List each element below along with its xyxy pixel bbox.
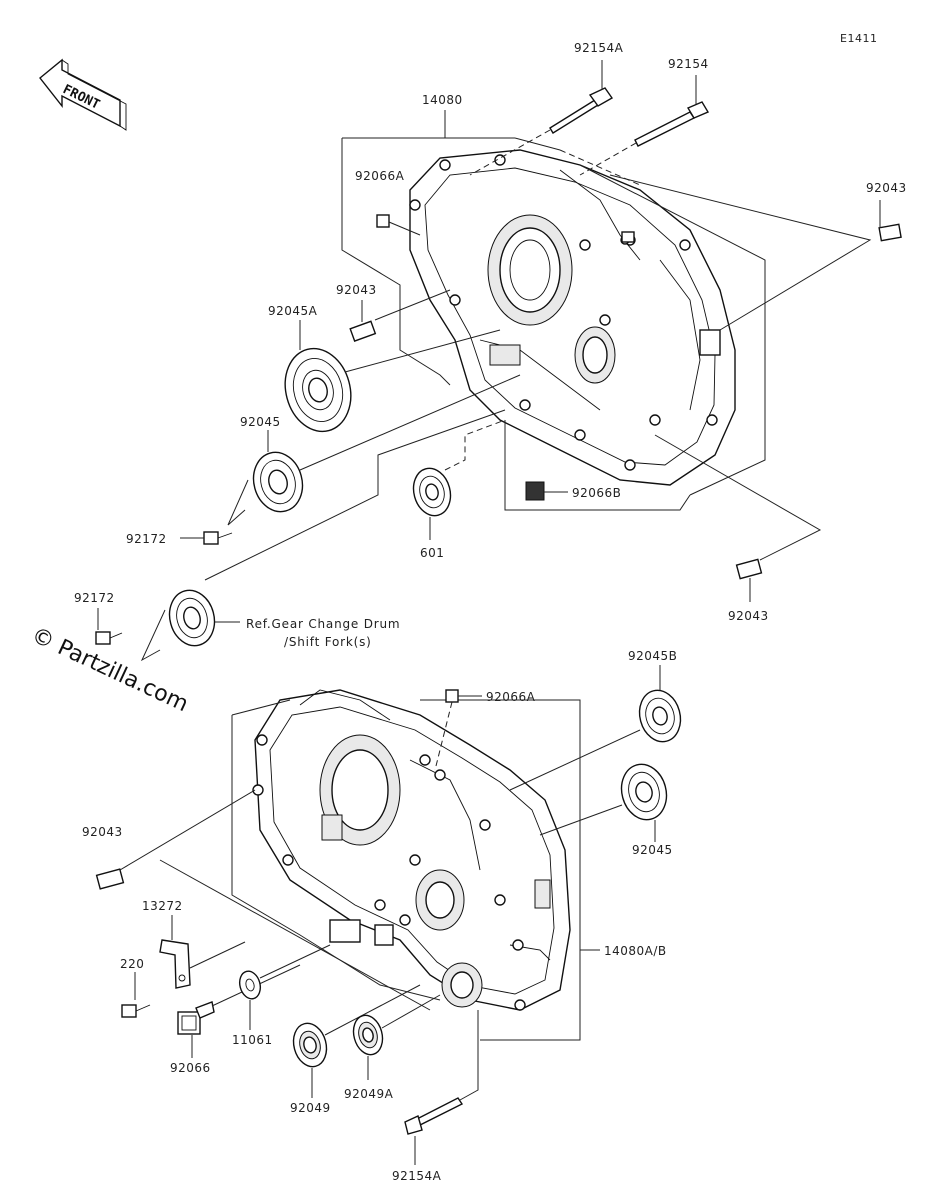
dowel-92043-mid-right	[735, 558, 763, 580]
label-92066A-upper[interactable]: 92066A	[355, 169, 405, 183]
bearing-92045B	[638, 689, 682, 743]
label-14080AB[interactable]: 14080A/B	[604, 944, 667, 958]
bracket-14080AB	[231, 715, 441, 1001]
label-220[interactable]: 220	[120, 957, 144, 971]
label-92043-upper-right[interactable]: 92043	[866, 181, 907, 195]
dowel-92066A-upper	[376, 214, 390, 228]
label-92154A-bottom[interactable]: 92154A	[392, 1169, 442, 1183]
screw-92172-upper	[203, 531, 233, 545]
bearing-92045-upper	[252, 451, 304, 513]
label-92154A-top[interactable]: 92154A	[574, 41, 624, 55]
plug-92066B	[525, 481, 545, 501]
bolt-92154A-bottom	[404, 1097, 464, 1135]
diagram-code: E1411	[840, 32, 877, 45]
oil-seal-92049	[292, 1022, 328, 1068]
bearing-ref-gear-change-drum	[168, 589, 216, 647]
label-92043-upper-left[interactable]: 92043	[336, 283, 377, 297]
label-13272[interactable]: 13272	[142, 899, 183, 913]
bolt-92154-top	[634, 101, 710, 147]
ref-note-line2: /Shift Fork(s)	[284, 635, 372, 649]
oil-seal-92049A	[352, 1014, 384, 1056]
label-92045-upper[interactable]: 92045	[240, 415, 281, 429]
label-92045A[interactable]: 92045A	[268, 304, 318, 318]
label-92172-upper[interactable]: 92172	[126, 532, 167, 546]
dowel-92066A-lower	[445, 689, 459, 703]
bearing-92045-lower	[620, 763, 668, 821]
label-92045-lower[interactable]: 92045	[632, 843, 673, 857]
bolt-92154A-top	[549, 87, 614, 134]
label-92066B[interactable]: 92066B	[572, 486, 621, 500]
plug-bolt-92066	[177, 1001, 215, 1035]
label-14080[interactable]: 14080	[422, 93, 463, 107]
washer-11061	[238, 970, 262, 1000]
lower-crankcase	[252, 689, 571, 1011]
screw-220	[121, 1004, 151, 1018]
bearing-92045A	[284, 347, 352, 433]
upper-crankcase	[409, 149, 736, 486]
label-92049[interactable]: 92049	[290, 1101, 331, 1115]
label-92154-top[interactable]: 92154	[668, 57, 709, 71]
front-arrow-icon: FRONT	[39, 58, 127, 131]
bracket-14080	[341, 138, 451, 386]
dowel-92043-upper-left	[349, 320, 377, 342]
part-labels: 92154A 92154 14080 92066A 92043 92043 92…	[74, 41, 907, 1183]
label-92066A-lower[interactable]: 92066A	[486, 690, 536, 704]
screw-92172-lower	[95, 631, 123, 645]
dowel-92043-lower-left	[95, 868, 125, 890]
label-92049A[interactable]: 92049A	[344, 1087, 394, 1101]
label-92172-lower[interactable]: 92172	[74, 591, 115, 605]
label-92045B[interactable]: 92045B	[628, 649, 677, 663]
plate-13272	[159, 939, 191, 989]
ref-note-line1: Ref.Gear Change Drum	[246, 617, 400, 631]
bearing-601	[412, 467, 452, 517]
label-92043-lower-left[interactable]: 92043	[82, 825, 123, 839]
label-92043-mid-right[interactable]: 92043	[728, 609, 769, 623]
label-92066[interactable]: 92066	[170, 1061, 211, 1075]
label-11061[interactable]: 11061	[232, 1033, 273, 1047]
label-601[interactable]: 601	[420, 546, 444, 560]
dowel-92043-upper-right	[878, 223, 902, 242]
